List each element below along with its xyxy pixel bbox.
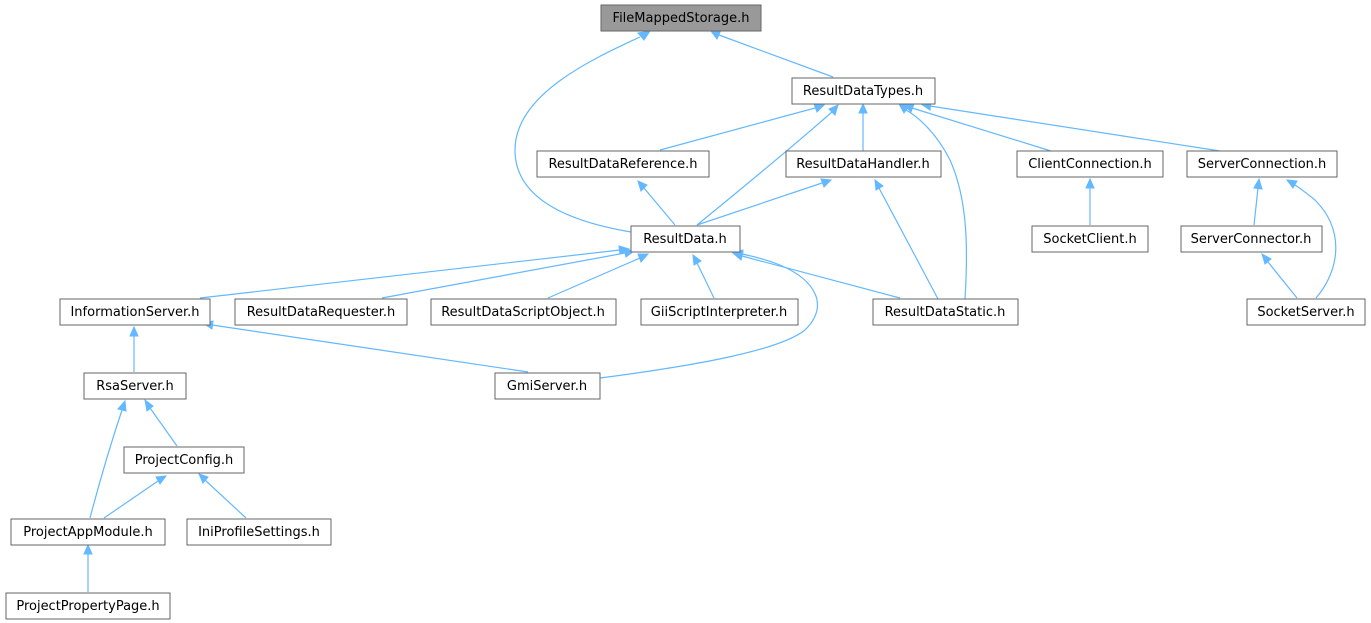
edge-projectappmodule-projectconfig	[103, 475, 168, 519]
edge-serverconnection-resultdatatypes	[919, 101, 1221, 152]
edge-iniprofilesettings-projectconfig	[198, 473, 247, 519]
edge-resultdata-filemappedstorage	[514, 30, 652, 233]
node-filemappedstorage[interactable]: FileMappedStorage.h	[600, 4, 762, 32]
node-socketclient[interactable]: SocketClient.h	[1031, 225, 1149, 253]
svg-text:ResultDataStatic.h: ResultDataStatic.h	[885, 305, 1006, 320]
edge-resultdatascriptobject-resultdata	[547, 253, 650, 299]
svg-text:ProjectConfig.h: ProjectConfig.h	[135, 453, 234, 468]
edge-serverconnector-serverconnection	[1253, 177, 1263, 226]
svg-text:ProjectAppModule.h: ProjectAppModule.h	[23, 525, 153, 540]
node-resultdatascriptobject[interactable]: ResultDataScriptObject.h	[430, 298, 617, 326]
edge-resultdatareference-resultdatatypes	[659, 103, 826, 151]
svg-text:ResultDataHandler.h: ResultDataHandler.h	[796, 157, 930, 172]
edge-projectconfig-rsaserver	[144, 398, 178, 447]
node-resultdatareference[interactable]: ResultDataReference.h	[536, 150, 710, 178]
node-projectpropertypage[interactable]: ProjectPropertyPage.h	[5, 592, 171, 620]
svg-text:SocketClient.h: SocketClient.h	[1043, 232, 1137, 247]
svg-text:ResultDataReference.h: ResultDataReference.h	[548, 157, 697, 172]
edge-projectpropertypage-projectappmodule	[83, 543, 93, 592]
node-resultdatatypes[interactable]: ResultDataTypes.h	[791, 77, 936, 105]
svg-text:ResultData.h: ResultData.h	[643, 232, 727, 247]
svg-text:GmiServer.h: GmiServer.h	[507, 379, 587, 394]
edge-resultdatastatic-resultdatahandler	[874, 178, 939, 300]
edge-gmiserver-informationserver	[201, 320, 529, 373]
svg-text:ServerConnection.h: ServerConnection.h	[1198, 157, 1327, 172]
edge-resultdata-resultdatahandler	[696, 178, 833, 226]
edge-resultdata-resultdatatypes	[696, 104, 839, 226]
edge-resultdatarequester-resultdata	[381, 248, 636, 299]
node-rsaserver[interactable]: RsaServer.h	[83, 372, 187, 400]
edge-rsaserver-informationserver	[129, 325, 139, 372]
node-clientconnection[interactable]: ClientConnection.h	[1016, 150, 1164, 178]
edge-socketserver-serverconnector	[1261, 252, 1298, 299]
node-iniprofilesettings[interactable]: IniProfileSettings.h	[186, 518, 332, 546]
edge-resultdatastatic-resultdata	[731, 251, 901, 299]
node-giiscriptinterpreter[interactable]: GiiScriptInterpreter.h	[640, 298, 799, 326]
svg-text:ClientConnection.h: ClientConnection.h	[1028, 157, 1152, 172]
svg-text:IniProfileSettings.h: IniProfileSettings.h	[198, 525, 320, 540]
svg-text:ResultDataRequester.h: ResultDataRequester.h	[247, 305, 396, 320]
svg-text:GiiScriptInterpreter.h: GiiScriptInterpreter.h	[651, 305, 787, 320]
node-socketserver[interactable]: SocketServer.h	[1246, 298, 1366, 326]
node-resultdatastatic[interactable]: ResultDataStatic.h	[872, 298, 1019, 326]
svg-text:ServerConnector.h: ServerConnector.h	[1191, 232, 1312, 247]
svg-text:ResultDataScriptObject.h: ResultDataScriptObject.h	[441, 305, 605, 320]
node-informationserver[interactable]: InformationServer.h	[59, 298, 211, 326]
edge-resultdata-resultdatareference	[637, 180, 676, 226]
svg-text:FileMappedStorage.h: FileMappedStorage.h	[613, 11, 750, 26]
edge-resultdatatypes-filemappedstorage	[710, 29, 834, 78]
svg-text:SocketServer.h: SocketServer.h	[1257, 305, 1354, 320]
svg-text:InformationServer.h: InformationServer.h	[70, 305, 199, 320]
node-projectconfig[interactable]: ProjectConfig.h	[123, 446, 245, 474]
edge-giiscriptinterpreter-resultdata	[692, 253, 715, 299]
edge-socketserver-serverconnection	[1285, 179, 1337, 299]
edge-socketclient-clientconnection	[1085, 177, 1095, 225]
edge-clientconnection-resultdatatypes	[902, 103, 1052, 152]
node-projectappmodule[interactable]: ProjectAppModule.h	[10, 518, 166, 546]
edge-resultdatastatic-resultdatatypes	[898, 103, 968, 300]
edge-resultdatahandler-resultdatatypes	[858, 102, 868, 151]
node-resultdata[interactable]: ResultData.h	[630, 225, 741, 253]
svg-text:RsaServer.h: RsaServer.h	[96, 379, 174, 394]
node-resultdatarequester[interactable]: ResultDataRequester.h	[234, 298, 408, 326]
node-resultdatahandler[interactable]: ResultDataHandler.h	[785, 150, 942, 178]
node-serverconnector[interactable]: ServerConnector.h	[1180, 225, 1323, 253]
node-serverconnection[interactable]: ServerConnection.h	[1186, 150, 1338, 178]
svg-text:ResultDataTypes.h: ResultDataTypes.h	[803, 84, 923, 99]
node-gmiserver[interactable]: GmiServer.h	[494, 372, 601, 400]
svg-text:ProjectPropertyPage.h: ProjectPropertyPage.h	[16, 599, 159, 614]
edge-projectappmodule-rsaserver	[89, 399, 127, 519]
